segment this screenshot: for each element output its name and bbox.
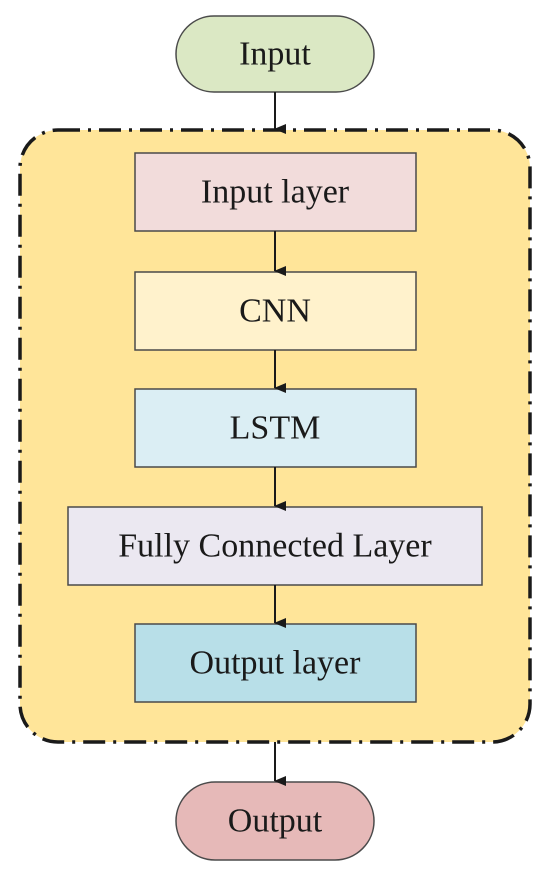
input-layer-shape [134,152,417,232]
input-layer-label: Input layer [201,174,350,211]
output-layer-label: Output layer [190,645,362,682]
output-node: Output [175,781,375,861]
output-layer-node: Output layer [134,623,417,703]
lstm-shape [134,388,417,468]
input-layer-node: Input layer [134,152,417,232]
lstm-label: LSTM [230,410,321,447]
output-layer-shape [134,623,417,703]
input-node: Input [175,15,375,93]
cnn-node: CNN [134,271,417,351]
fully-connected-label: Fully Connected Layer [118,528,432,565]
lstm-node: LSTM [134,388,417,468]
fully-connected-shape [67,506,483,586]
input-node-label: Input [239,36,311,73]
fully-connected-node: Fully Connected Layer [67,506,483,586]
output-node-label: Output [228,803,323,840]
cnn-label: CNN [239,293,311,330]
